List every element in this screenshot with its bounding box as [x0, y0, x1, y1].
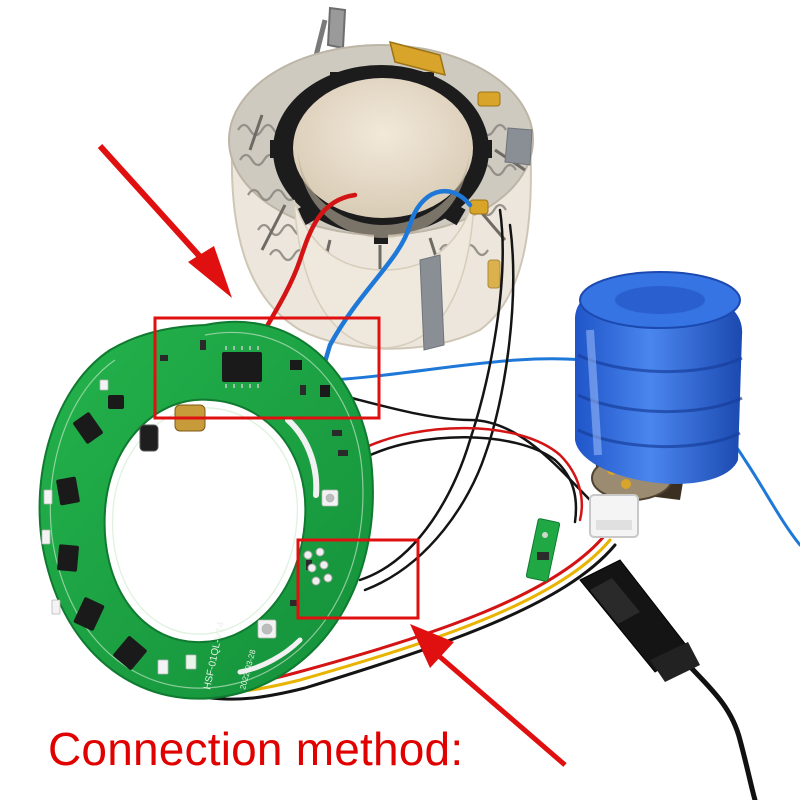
pcb-ring-icon: HSF-01QL-V14 2022-03-28	[38, 320, 374, 700]
sensor-board-icon	[525, 518, 561, 582]
highlight-box-heater-terminals	[153, 316, 381, 420]
heater-core-icon	[228, 6, 534, 351]
arrow-icon-top	[97, 143, 232, 298]
wires	[193, 188, 800, 800]
usb-plug-icon	[579, 559, 700, 682]
caption-text: Connection method:	[48, 723, 464, 775]
arrow-icon-bottom	[410, 624, 567, 767]
highlight-box-wire-pads	[296, 538, 420, 620]
fan-motor-icon	[575, 271, 743, 538]
